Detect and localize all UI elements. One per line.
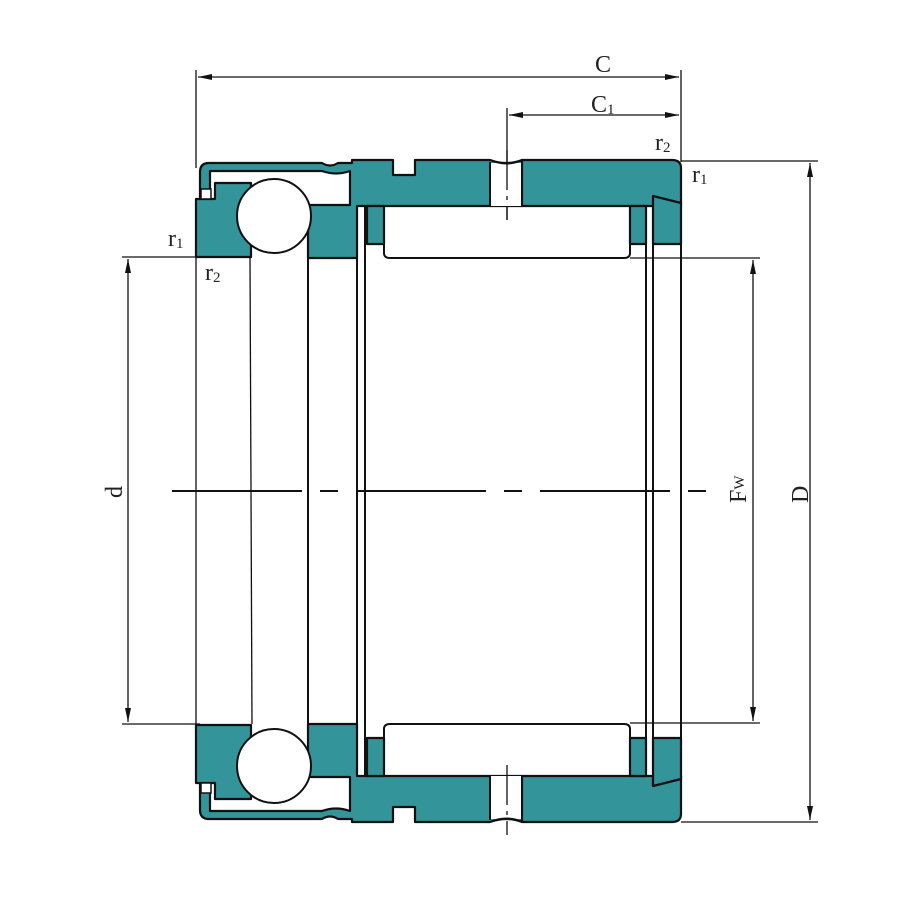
label-c: C xyxy=(595,52,611,78)
needle-roller-bottom xyxy=(383,723,631,776)
dimension-fw: FW xyxy=(630,257,760,724)
ball-bottom xyxy=(236,728,312,804)
cage-lip-bottom xyxy=(651,736,683,788)
outer-ring-top xyxy=(520,158,683,208)
top-section xyxy=(194,158,683,260)
shaft-washer-top xyxy=(194,181,253,259)
label-fw: FW xyxy=(726,475,752,503)
label-d-bore: d xyxy=(102,486,128,498)
label-c1: C1 xyxy=(591,92,615,118)
dimension-d-bore: d xyxy=(102,256,200,725)
dimension-c1: C1 xyxy=(506,92,679,220)
cage-lip-top xyxy=(651,194,683,246)
bottom-section xyxy=(194,722,683,824)
dimension-d-outer: D xyxy=(681,160,818,823)
label-d-outer: D xyxy=(788,486,814,503)
needle-roller-top xyxy=(383,206,631,259)
label-r2-left: r2 xyxy=(205,260,221,286)
dimension-c: C xyxy=(195,52,682,168)
shaft-washer-bottom xyxy=(194,723,253,801)
label-r1-left: r1 xyxy=(168,226,184,252)
outer-ring-bottom xyxy=(520,774,683,824)
ball-top xyxy=(236,178,312,254)
label-r1-right: r1 xyxy=(692,162,708,188)
label-r2-right: r2 xyxy=(655,130,671,156)
